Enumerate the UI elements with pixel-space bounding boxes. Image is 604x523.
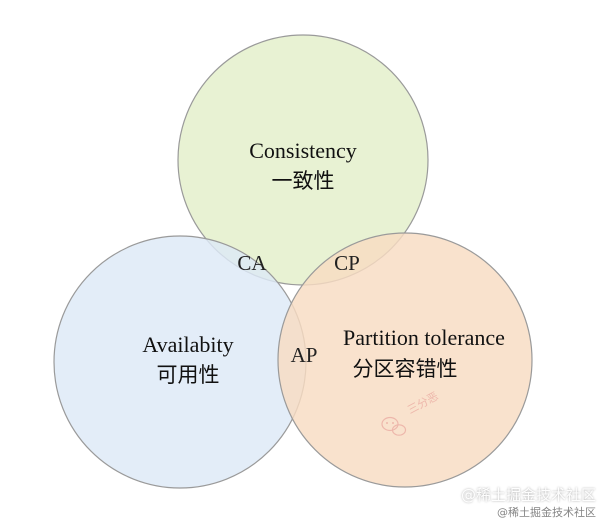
wechat-icon: [381, 416, 407, 436]
partition-tolerance-subtitle: 分区容错性: [353, 357, 458, 381]
consistency-title: Consistency: [249, 138, 357, 163]
site-watermark-small: @稀土掘金技术社区: [497, 506, 596, 519]
availability-circle: [53, 235, 307, 489]
availability-title: Availabity: [142, 332, 233, 357]
overlap-label-ca: CA: [237, 251, 267, 275]
site-watermark: @稀土掘金技术社区: [460, 486, 596, 504]
partition-tolerance-title: Partition tolerance: [343, 325, 505, 350]
overlap-label-cp: CP: [334, 251, 360, 275]
availability-subtitle: 可用性: [157, 363, 220, 387]
partition-tolerance-circle: [277, 232, 533, 488]
consistency-subtitle: 一致性: [272, 169, 335, 193]
overlap-label-ap: AP: [291, 343, 318, 367]
